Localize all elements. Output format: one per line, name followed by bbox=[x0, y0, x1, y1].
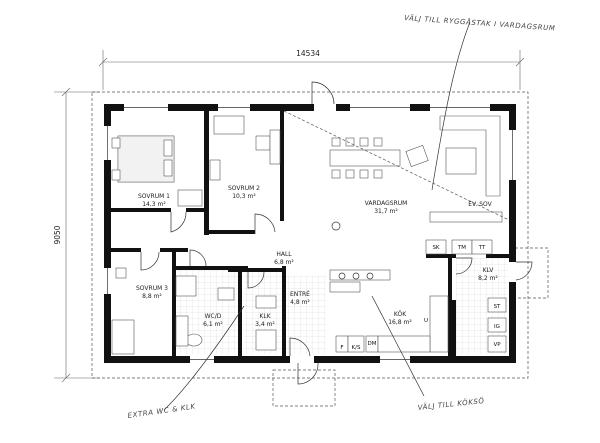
room-klk-area: 3,4 m² bbox=[255, 321, 275, 328]
kitchen-fixtures bbox=[329, 239, 493, 353]
room-entre-area: 4,8 m² bbox=[290, 299, 310, 306]
room-labels: SOVRUM 1 14,3 m² SOVRUM 2 10,3 m² VARDAG… bbox=[136, 185, 498, 328]
tag-vp: VP bbox=[493, 342, 501, 348]
extra-wc-leader bbox=[163, 305, 245, 411]
tag-f: F bbox=[340, 345, 343, 351]
width-dimension: 14534 bbox=[296, 49, 320, 58]
tag-ig: IG bbox=[494, 324, 500, 330]
extra-wc-annotation: EXTRA WC & KLK bbox=[127, 402, 197, 420]
tag-ks: K/S bbox=[352, 345, 361, 351]
entrance-porch bbox=[272, 369, 336, 407]
tag-sk: SK bbox=[432, 245, 439, 251]
living-room-furniture bbox=[283, 110, 510, 231]
room-vardagsrum-area: 31,7 m² bbox=[374, 208, 398, 215]
room-sovrum1-area: 14,3 m² bbox=[142, 201, 166, 208]
room-sovrum3-area: 8,8 m² bbox=[142, 293, 162, 300]
roof-outline bbox=[91, 91, 529, 379]
room-sovrum1-name: SOVRUM 1 bbox=[138, 193, 170, 200]
doors bbox=[140, 81, 533, 385]
roof-leader bbox=[431, 21, 471, 191]
entre-tiles bbox=[284, 276, 326, 354]
appliance-tags: SK TM TT ST IG VP F K/S DM U bbox=[340, 245, 501, 351]
sovrum3-furniture bbox=[111, 267, 135, 355]
sovrum2-furniture bbox=[209, 115, 281, 181]
room-klk-name: KLK bbox=[259, 313, 271, 320]
utility-porch bbox=[510, 247, 549, 299]
annotations bbox=[163, 21, 471, 411]
depth-dimension: 9050 bbox=[53, 225, 62, 244]
tag-dm: DM bbox=[368, 341, 377, 347]
room-vardagsrum-name: VARDAGSRUM bbox=[365, 200, 408, 207]
ev-sov-label: EV. SOV bbox=[468, 201, 492, 208]
room-klv-name: KLV bbox=[483, 267, 495, 274]
kitchen-leader bbox=[371, 295, 425, 397]
room-hall-name: HALL bbox=[276, 251, 292, 258]
tag-u: U bbox=[424, 318, 428, 324]
room-kok-area: 16,8 m² bbox=[388, 319, 412, 326]
sovrum1-furniture bbox=[111, 135, 203, 207]
room-entre-name: ENTRÉ bbox=[290, 290, 310, 298]
room-klv-area: 8,2 m² bbox=[478, 275, 498, 282]
interior-walls bbox=[111, 111, 509, 356]
room-sovrum2-area: 10,3 m² bbox=[232, 193, 256, 200]
dimension-lines bbox=[54, 50, 525, 383]
room-hall-area: 6,8 m² bbox=[274, 259, 294, 266]
wc-fixtures bbox=[175, 275, 235, 347]
roof-annotation: VÄLJ TILL RYGGÅSTAK I VARDAGSRUM bbox=[404, 13, 556, 33]
room-sovrum2-name: SOVRUM 2 bbox=[228, 185, 260, 192]
room-kok-name: KÖK bbox=[394, 311, 407, 318]
klv-fixtures bbox=[487, 297, 507, 353]
klk-fixtures bbox=[255, 295, 277, 351]
tag-st: ST bbox=[494, 304, 501, 310]
room-wcd-area: 6,1 m² bbox=[203, 321, 223, 328]
tag-tm: TM bbox=[457, 245, 466, 251]
tag-tt: TT bbox=[478, 245, 486, 251]
room-sovrum3-name: SOVRUM 3 bbox=[136, 285, 168, 292]
kitchen-island-annotation: VÄLJ TILL KÖKSÖ bbox=[417, 396, 485, 412]
room-wcd-name: WC/D bbox=[205, 313, 222, 320]
